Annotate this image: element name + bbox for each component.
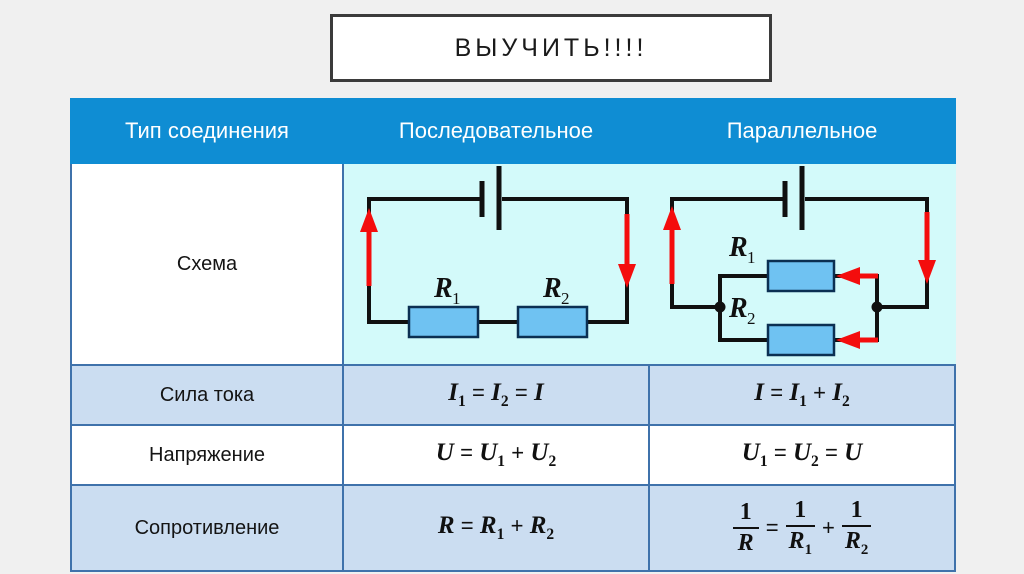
table-header-row: Тип соединения Последовательное Параллел… — [70, 98, 956, 164]
fraction-bar — [841, 524, 872, 527]
current-arrow-up-left — [360, 208, 378, 286]
branch1-current-arrow-left — [836, 267, 878, 285]
header-cell-parallel: Параллельное — [648, 98, 956, 164]
cell-current-parallel: I = I1 + I2 — [648, 364, 956, 426]
table-row: Сила тока I1 = I2 = I I = I1 + I2 — [70, 364, 956, 426]
formula-current-series: I1 = I2 = I — [448, 379, 544, 410]
label-r2: R — [728, 293, 748, 324]
svg-text:1: 1 — [747, 248, 756, 267]
header-cell-connection-type: Тип соединения — [70, 98, 344, 164]
series-circuit-diagram: R 1 R 2 — [344, 164, 650, 364]
comparison-table: Тип соединения Последовательное Параллел… — [70, 98, 956, 572]
resistor-r1 — [766, 259, 836, 293]
fraction-bar — [785, 524, 815, 527]
header-cell-series: Последовательное — [342, 98, 650, 164]
svg-text:1: 1 — [452, 289, 461, 308]
junction-dot-right — [871, 301, 883, 313]
cell-voltage-parallel: U1 = U2 = U — [648, 424, 956, 486]
header-label: Последовательное — [398, 118, 594, 143]
series-circuit-cell: R 1 R 2 — [342, 162, 650, 366]
fraction-1-over-r2: 1 R2 — [841, 497, 872, 559]
formula-resistance-series: R = R1 + R2 — [437, 512, 555, 543]
label-r1: R — [433, 273, 453, 304]
title-box: ВЫУЧИТЬ!!!! — [330, 14, 772, 82]
row-label-text: Сопротивление — [134, 516, 280, 539]
table-row: Схема — [70, 162, 956, 366]
formula-voltage-parallel: U1 = U2 = U — [741, 439, 863, 470]
cell-resistance-parallel: 1 R = 1 R1 + 1 R2 — [648, 484, 956, 572]
resistor-r2 — [766, 323, 836, 357]
table-row: Сопротивление R = R1 + R2 1 R = 1 — [70, 484, 956, 572]
cell-resistance-series: R = R1 + R2 — [342, 484, 650, 572]
row-label-schema: Схема — [70, 162, 344, 366]
label-r2: R — [542, 273, 562, 304]
svg-text:2: 2 — [747, 309, 756, 328]
battery-icon — [479, 166, 502, 230]
battery-icon — [782, 166, 805, 230]
current-arrow-up-left — [663, 206, 681, 284]
junction-dot-left — [714, 301, 726, 313]
row-label-text: Сила тока — [159, 383, 255, 406]
branch2-current-arrow-left — [836, 331, 878, 349]
parallel-circuit-cell: R 1 R 2 — [648, 162, 956, 366]
label-r1: R — [728, 232, 748, 263]
formula-current-parallel: I = I1 + I2 — [754, 379, 850, 410]
row-label-resistance: Сопротивление — [70, 484, 344, 572]
current-arrow-down-right — [918, 212, 936, 284]
cell-current-series: I1 = I2 = I — [342, 364, 650, 426]
current-arrow-down-right — [618, 214, 636, 288]
fraction-bar — [732, 527, 759, 529]
fraction-1-over-r: 1 R — [732, 499, 759, 556]
row-label-current: Сила тока — [70, 364, 344, 426]
header-label: Параллельное — [726, 118, 878, 143]
row-label-voltage: Напряжение — [70, 424, 344, 486]
resistor-r2 — [516, 305, 589, 339]
resistor-r1 — [407, 305, 480, 339]
row-label-text: Схема — [176, 252, 238, 275]
fraction-1-over-r1: 1 R1 — [785, 497, 815, 559]
table-row: Напряжение U = U1 + U2 U1 = U2 = U — [70, 424, 956, 486]
parallel-circuit-diagram: R 1 R 2 — [650, 164, 956, 364]
formula-resistance-parallel: 1 R = 1 R1 + 1 R2 — [732, 497, 872, 559]
formula-voltage-series: U = U1 + U2 — [435, 439, 557, 470]
svg-text:2: 2 — [561, 289, 570, 308]
row-label-text: Напряжение — [149, 443, 265, 466]
cell-voltage-series: U = U1 + U2 — [342, 424, 650, 486]
header-label: Тип соединения — [125, 118, 289, 143]
page-title: ВЫУЧИТЬ!!!! — [454, 33, 648, 62]
